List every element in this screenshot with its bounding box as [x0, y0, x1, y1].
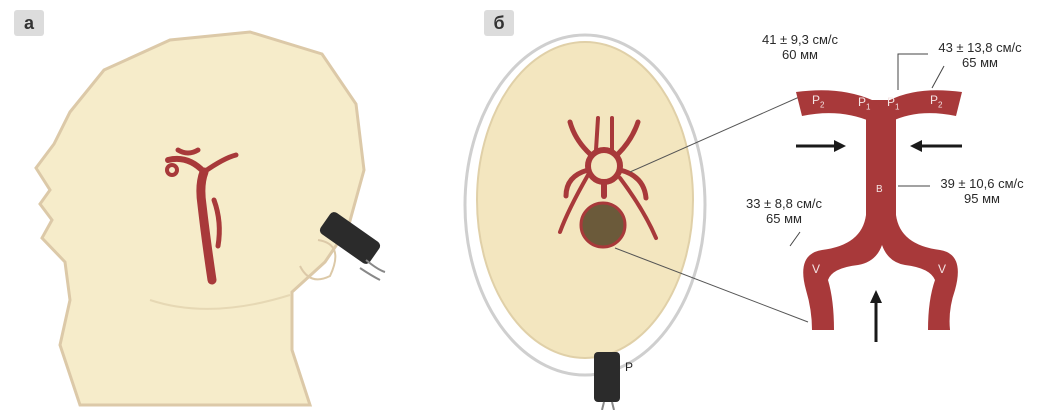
- segment-p1-right: P1: [887, 95, 899, 111]
- panel-b-label: б: [484, 10, 514, 36]
- measurement-p2: 43 ± 13,8 см/с 65 мм: [920, 40, 1040, 70]
- segment-p1-left: P1: [858, 95, 870, 111]
- foramen-magnum: [581, 203, 625, 247]
- p2-right-vessel: [890, 90, 962, 122]
- measurement-basilar: 39 ± 10,6 см/с 95 мм: [920, 176, 1044, 206]
- segment-basilar: B: [876, 184, 883, 195]
- basilar-depth: 95 мм: [920, 191, 1044, 206]
- basilar-speed: 39 ± 10,6 см/с: [920, 176, 1044, 191]
- measurement-p1: 41 ± 9,3 см/с 60 мм: [740, 32, 860, 62]
- p2-depth: 65 мм: [920, 55, 1040, 70]
- p1-speed: 41 ± 9,3 см/с: [740, 32, 860, 47]
- head-profile-illustration: [36, 32, 385, 405]
- p2-speed: 43 ± 13,8 см/с: [920, 40, 1040, 55]
- segment-p2-right: P2: [930, 93, 942, 109]
- p1-depth: 60 мм: [740, 47, 860, 62]
- panel-a-label: а: [14, 10, 44, 36]
- segment-vertebral-left: V: [812, 262, 820, 276]
- skull-inner: [477, 42, 693, 358]
- vertebral-speed: 33 ± 8,8 см/с: [722, 196, 846, 211]
- vertebral-leader: [790, 232, 800, 246]
- measurement-vertebral: 33 ± 8,8 см/с 65 мм: [722, 196, 846, 226]
- segment-p2-left: P2: [812, 93, 824, 109]
- probe-p-label: P: [625, 360, 633, 374]
- vertebral-depth: 65 мм: [722, 211, 846, 226]
- segment-vertebral-right: V: [938, 262, 946, 276]
- probe-p: [594, 352, 620, 410]
